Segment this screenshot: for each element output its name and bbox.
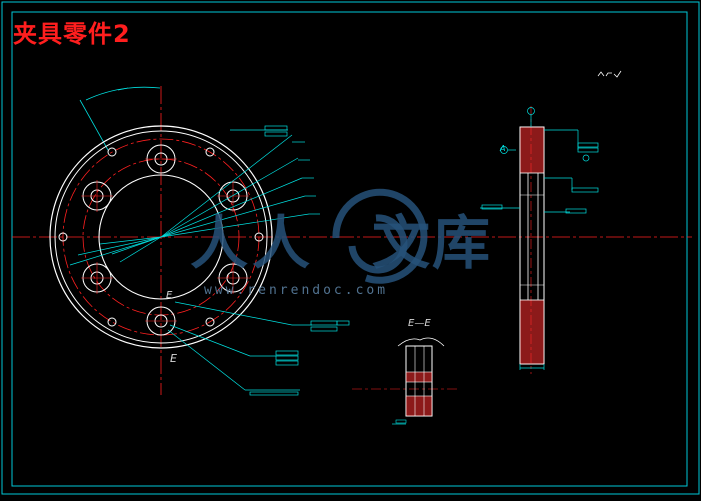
- section-label: E—E: [408, 318, 431, 329]
- watermark-char-2: 人: [252, 209, 311, 277]
- side-view-annotations: [480, 107, 599, 370]
- watermark-char-4: 库: [432, 209, 491, 277]
- drawing-title: 夹具零件2: [13, 20, 131, 48]
- watermark-url: www.renrendoc.com: [204, 283, 389, 298]
- section-marker-lower: E: [170, 352, 177, 365]
- watermark-char-1: 人: [190, 209, 249, 277]
- section-view: [352, 337, 458, 425]
- outer-small-holes: [58, 147, 264, 327]
- dimension-leaders-fan: [69, 134, 310, 266]
- side-view: [519, 106, 545, 374]
- watermark-logo: [332, 188, 428, 284]
- angle-dimension: [79, 86, 161, 151]
- watermark-char-3: 文: [372, 209, 431, 277]
- roughness-note: [597, 70, 622, 78]
- datum-marker: A: [500, 144, 506, 153]
- inner-frame: [11, 11, 688, 487]
- leader-tags: [167, 125, 350, 396]
- section-marker-upper: E: [166, 290, 173, 301]
